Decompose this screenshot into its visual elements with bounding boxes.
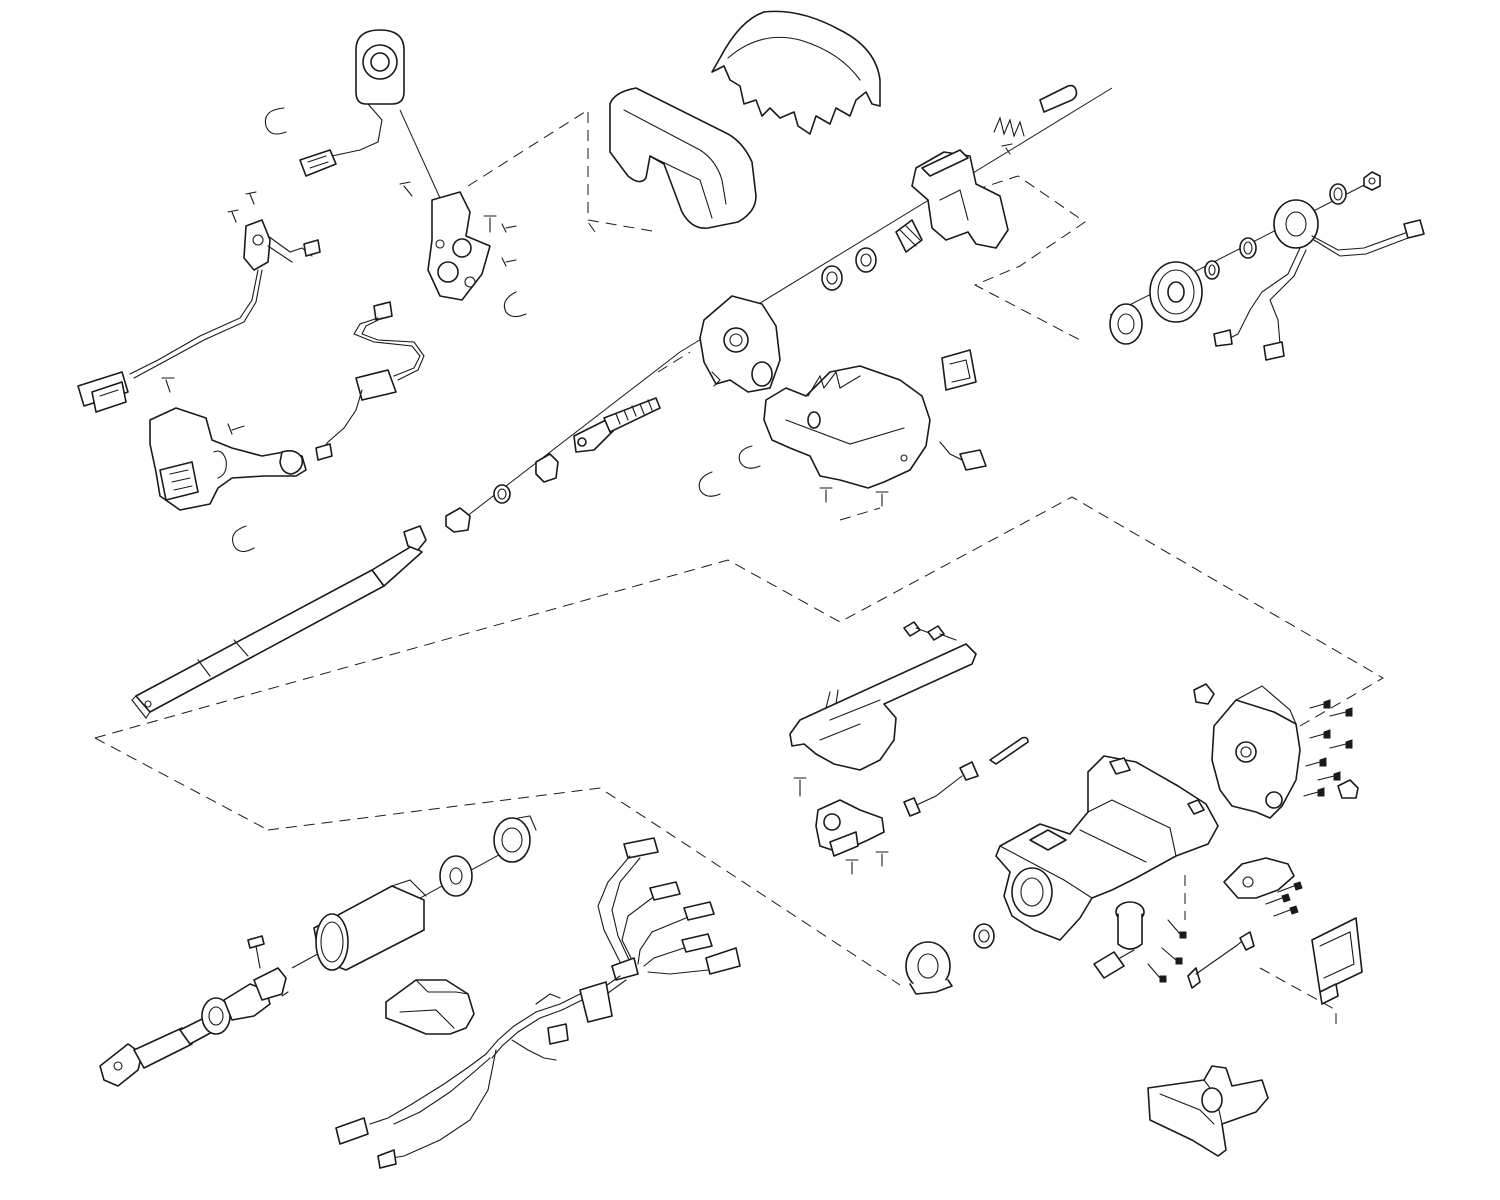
tube [313,879,427,971]
bracket-cover [763,365,931,489]
lock-housing [699,295,781,393]
mounting-bracket [789,643,977,771]
tilt-lever-housing [911,149,1009,249]
knee-bolster-bracket [1147,1065,1269,1157]
boundary-mid-lower-tick [839,507,881,521]
washer-lower [439,815,537,897]
gear [1109,261,1203,345]
boundary-upper-left-tick [587,221,596,233]
retaining-clip [231,107,761,553]
column-housing [995,755,1219,941]
clockspring [1213,199,1425,361]
screw-set-right [1303,699,1353,797]
actuator [815,736,1029,857]
intermediate-shaft [99,1015,217,1087]
axis-switch [399,109,441,199]
sensor [939,349,987,471]
pin [1039,84,1078,113]
bolt [793,621,957,875]
shift-lever-adapter [573,397,661,453]
shroud-upper [711,10,881,135]
cable [1187,931,1255,989]
boundary-lower-right [1259,967,1337,1025]
shift-lever-adapter-small [1223,857,1303,917]
connector-block [385,979,475,1035]
wiring-harness [335,837,741,1169]
nut [1363,171,1381,191]
multifunction-switch [149,407,307,511]
boundary-mid-tick [657,351,691,373]
boundary-upper-right [973,175,1086,341]
steering-shaft [131,525,427,719]
ring-left-housing [905,923,995,995]
connector-harness [315,301,425,461]
universal-joint [201,935,289,1035]
group-boundary-lines [94,109,1384,1025]
ignition-switch-harness [77,219,321,413]
bearing [445,453,559,533]
actuator-solenoid [1093,901,1187,983]
spring [895,116,1025,253]
electronic-module [1311,917,1363,1005]
screw [161,143,1013,507]
boundary-center-left [94,737,269,831]
boundary-lower [267,787,901,986]
washer [1204,183,1347,280]
tilt-head-housing [1193,683,1359,819]
shroud-lower [609,87,757,229]
lock-cylinder-switch [299,29,405,177]
boundary-center [94,496,1384,739]
switch-mounting-bracket [427,191,491,301]
